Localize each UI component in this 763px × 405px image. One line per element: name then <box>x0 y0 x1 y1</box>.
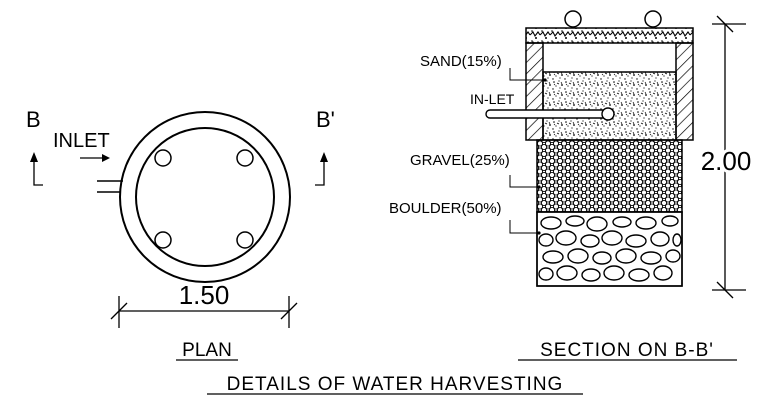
boulder-label: BOULDER(50%) <box>389 200 502 217</box>
sand-leader <box>509 68 545 81</box>
section-marker-b-arrow <box>33 156 43 186</box>
gravel-leader <box>509 175 539 188</box>
section-inlet-label: IN-LET <box>470 91 515 107</box>
plan-inlet-label: INLET <box>53 130 110 152</box>
plan-post <box>236 231 254 249</box>
section-boulder-layer <box>536 211 683 287</box>
section-view: SAND(15%) IN-LET GRAVEL(25%) BOULDER(50%… <box>389 10 754 361</box>
section-marker-b: B <box>26 107 41 132</box>
plan-post <box>236 149 254 167</box>
section-sand-layer <box>542 71 677 141</box>
section-dimension-tick <box>716 15 734 33</box>
section-marker-b-prime-arrow <box>315 156 325 186</box>
plan-post <box>154 231 172 249</box>
section-marker-b-prime-arrowhead <box>320 152 328 162</box>
boulder-leader <box>509 220 539 234</box>
section-height-label: 2.00 <box>701 146 752 176</box>
section-cap-knob <box>564 10 582 28</box>
section-top-cap <box>525 27 694 44</box>
plan-dimension-tick <box>110 302 128 320</box>
plan-outer-ring <box>119 111 291 283</box>
plan-view: INLET B B' 1.50 PLAN <box>26 107 335 361</box>
sand-label: SAND(15%) <box>420 53 502 70</box>
plan-post <box>154 149 172 167</box>
section-marker-b-prime: B' <box>316 107 335 132</box>
section-dimension-tick <box>716 281 734 299</box>
section-title: SECTION ON B-B' <box>540 340 714 361</box>
plan-dimension-tick <box>280 302 298 320</box>
section-wall-right <box>675 42 694 141</box>
plan-diameter-label: 1.50 <box>179 280 230 310</box>
section-gravel-layer <box>536 139 683 213</box>
section-inlet-pipe <box>485 107 615 121</box>
plan-inner-ring <box>135 127 275 267</box>
section-marker-b-arrowhead <box>30 152 38 162</box>
section-cap-knob <box>644 10 662 28</box>
gravel-label: GRAVEL(25%) <box>410 152 510 169</box>
main-title: DETAILS OF WATER HARVESTING <box>227 374 564 395</box>
inlet-arrow-head <box>102 154 110 162</box>
section-wall-left <box>525 42 544 141</box>
plan-title: PLAN <box>182 340 232 361</box>
